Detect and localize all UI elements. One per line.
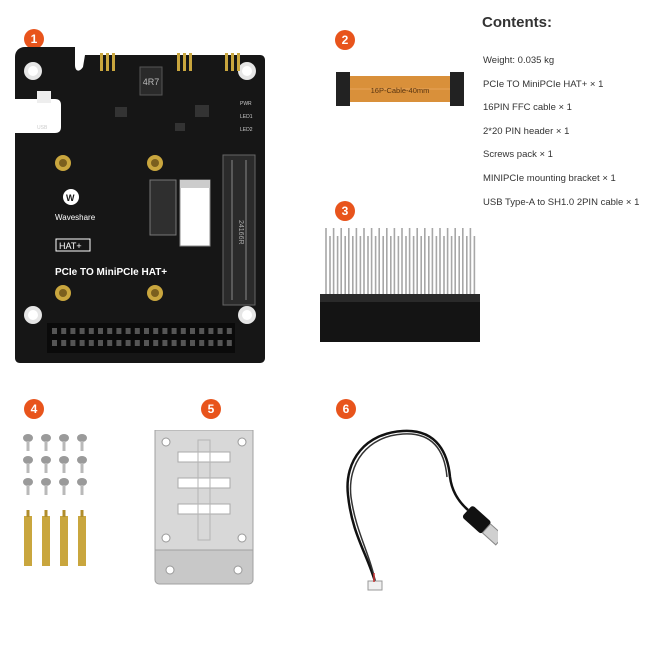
led-label-1: LED1 bbox=[240, 114, 253, 120]
ffc-cable: 16P-Cable-40mm bbox=[336, 72, 464, 106]
screws-pack bbox=[23, 434, 87, 566]
contents-item: Screws pack × 1 bbox=[483, 149, 553, 161]
hat-plus-label: HAT+ bbox=[59, 241, 82, 251]
contents-list: Weight: 0.035 kg PCIe TO MiniPCIe HAT+ ×… bbox=[483, 54, 650, 219]
ffc-cable-label: 16P-Cable-40mm bbox=[371, 86, 430, 95]
contents-item: MINIPCIe mounting bracket × 1 bbox=[483, 172, 616, 184]
item-badge-4: 4 bbox=[24, 399, 44, 419]
inductor-label: 4R7 bbox=[143, 77, 160, 87]
contents-item: 16PIN FFC cable × 1 bbox=[483, 102, 572, 114]
contents-item: PCIe TO MiniPCIe HAT+ × 1 bbox=[483, 78, 604, 90]
led-label-2: LED2 bbox=[240, 127, 253, 133]
contents-item: Weight: 0.035 kg bbox=[483, 55, 555, 66]
item-badge-5: 5 bbox=[201, 399, 221, 419]
svg-text:W: W bbox=[66, 193, 75, 203]
item-badge-3: 3 bbox=[335, 201, 355, 221]
minipcie-mounting-bracket bbox=[154, 430, 254, 585]
slot-chip-label: 24166R bbox=[237, 220, 244, 245]
contents-item: USB Type-A to SH1.0 2PIN cable × 1 bbox=[483, 196, 640, 208]
item-badge-6: 6 bbox=[336, 399, 356, 419]
led-label-pwr: PWR bbox=[240, 101, 252, 107]
contents-item: 2*20 PIN header × 1 bbox=[483, 125, 570, 137]
item-badge-1: 1 bbox=[24, 29, 44, 49]
brand-label: Waveshare bbox=[55, 213, 96, 222]
item-badge-2: 2 bbox=[335, 30, 355, 50]
pcie-minipcie-hat-board: 4R7 USB PWR LED1 LED2 24166R W Waveshare… bbox=[15, 47, 265, 363]
pin-header-2x20 bbox=[320, 228, 480, 342]
usb-type-a-cable bbox=[346, 429, 498, 591]
usb-label: USB bbox=[37, 125, 48, 131]
board-title: PCIe TO MiniPCIe HAT+ bbox=[55, 267, 167, 278]
contents-title: Contents: bbox=[482, 14, 552, 31]
